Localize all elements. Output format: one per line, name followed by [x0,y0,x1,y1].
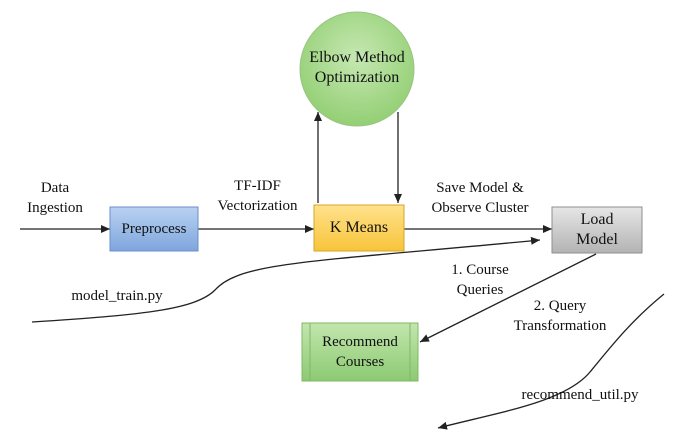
load-model-node [551,206,643,254]
recommend-util-label: recommend_util.py [521,387,639,403]
separator-recommend-util [437,293,665,430]
elbow-method-node [299,11,415,127]
separator-model-train [31,236,541,323]
save-model-label: Save Model & Observe Cluster [431,180,529,216]
query-transformation-label: 2. Query Transformation [513,298,607,334]
course-queries-label: 1. Course Queries [451,262,509,298]
preprocess-label: Preprocess [121,221,187,237]
tfidf-label: TF-IDF Vectorization [217,178,298,214]
edge-loadmodel-recommend [419,253,597,343]
elbow-method-label: Elbow Method Optimization [309,49,405,86]
recommend-courses-node [301,322,419,382]
data-ingestion-label: Data Ingestion [27,180,83,216]
kmeans-node [313,204,405,252]
preprocess-node [109,206,199,252]
model-train-label: model_train.py [71,288,163,304]
recommend-courses-label: Recommend Courses [322,334,398,370]
load-model-label: Load Model [576,211,618,248]
kmeans-label: K Means [329,219,389,236]
